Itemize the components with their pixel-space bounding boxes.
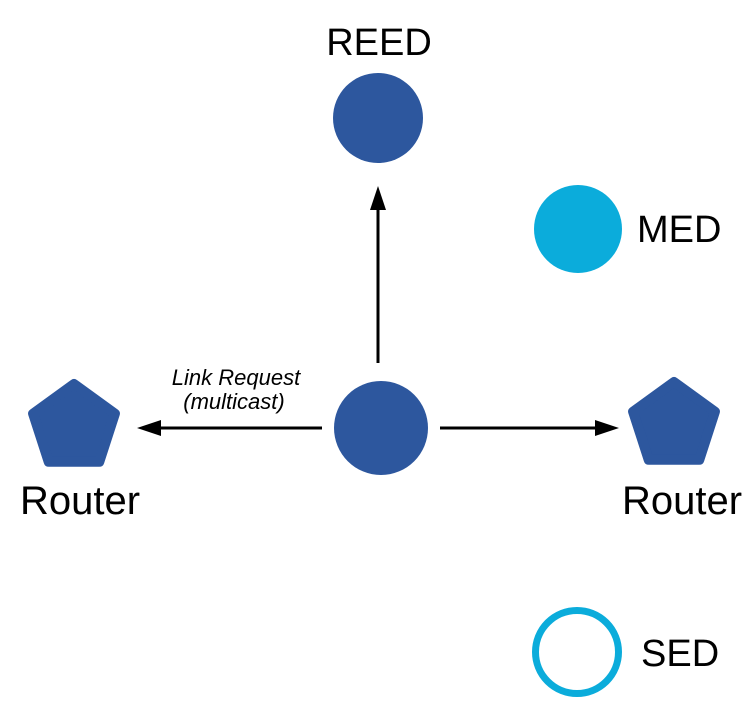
link-request-annotation-line2: (multicast) bbox=[183, 389, 284, 414]
left-router-node-icon bbox=[28, 379, 120, 467]
arrow-to-left-router bbox=[137, 420, 322, 436]
arrow-to-right-router-head-icon bbox=[595, 420, 619, 436]
arrow-to-right-router bbox=[440, 420, 619, 436]
sed-node-icon bbox=[532, 607, 622, 697]
arrow-to-reed bbox=[370, 186, 386, 363]
med-label: MED bbox=[637, 209, 721, 251]
link-request-annotation-line1: Link Request bbox=[172, 365, 301, 390]
med-node-icon bbox=[534, 185, 622, 273]
right-router-label: Router bbox=[622, 479, 742, 523]
right-router-node-icon bbox=[628, 377, 720, 465]
left-router-label: Router bbox=[20, 479, 140, 523]
arrow-to-reed-head-icon bbox=[370, 186, 386, 210]
center-child-node-icon bbox=[334, 381, 428, 475]
sed-label: SED bbox=[641, 633, 719, 675]
reed-label: REED bbox=[326, 22, 432, 64]
arrow-to-left-router-head-icon bbox=[137, 420, 161, 436]
reed-node-icon bbox=[333, 73, 423, 163]
